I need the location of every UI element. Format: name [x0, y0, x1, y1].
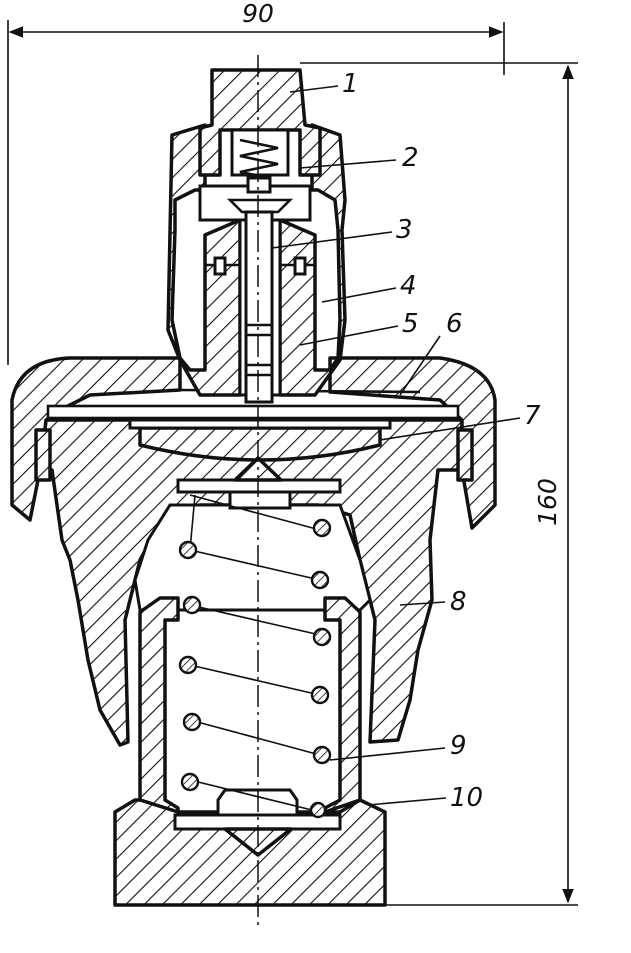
height-dimension-label: 160: [533, 478, 562, 526]
callout-labels: 1 2 3 4 5 6 7 8 9 10: [342, 69, 541, 813]
width-dimension-label: 90: [242, 0, 274, 28]
callout-4: 4: [400, 271, 417, 301]
upper-spring-seat: [176, 456, 342, 510]
callout-2: 2: [402, 143, 419, 173]
callout-8: 8: [450, 587, 467, 617]
callout-7: 7: [524, 401, 541, 431]
callout-3: 3: [396, 215, 413, 245]
adjusting-screw: [113, 788, 387, 907]
width-dimension: 90: [7, 0, 505, 365]
cover-flange: [10, 356, 497, 530]
callout-9: 9: [450, 731, 467, 761]
callout-5: 5: [402, 309, 419, 339]
height-dimension: 160: [300, 62, 578, 906]
main-spring: [178, 494, 332, 819]
pilot-spring: [239, 138, 279, 194]
callout-10: 10: [450, 783, 483, 813]
callout-1: 1: [342, 69, 359, 99]
housing-body: [38, 418, 464, 747]
membrane-disk: [128, 418, 392, 462]
leader-lines: [271, 85, 521, 806]
valve-stem: [205, 198, 315, 404]
callout-6: 6: [446, 309, 463, 339]
